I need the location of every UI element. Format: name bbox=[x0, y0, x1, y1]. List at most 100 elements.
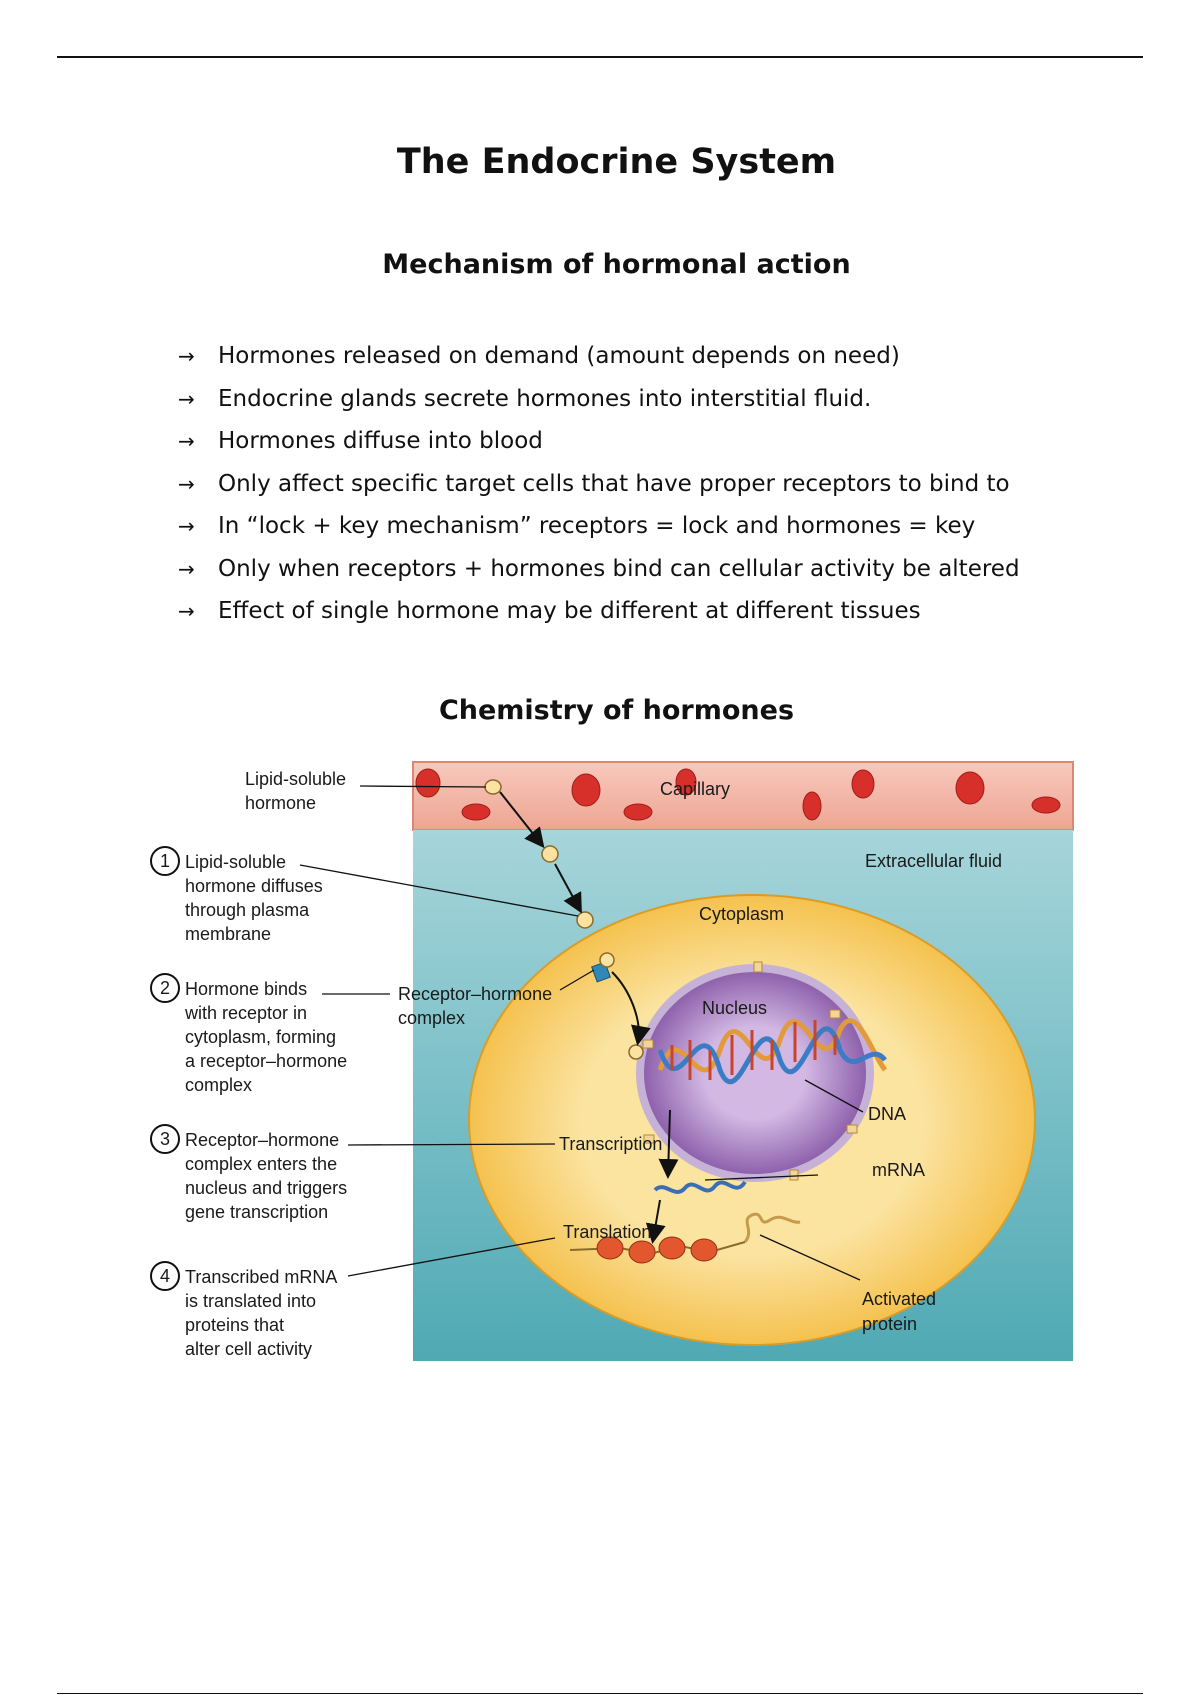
step-text: Transcribed mRNA bbox=[185, 1267, 337, 1287]
step-number: 1 bbox=[160, 851, 170, 871]
step-text: cytoplasm, forming bbox=[185, 1027, 336, 1047]
list-item: →Hormones diffuse into blood bbox=[178, 425, 1020, 468]
step-text: a receptor–hormone bbox=[185, 1051, 347, 1071]
nuclear-pores bbox=[642, 961, 858, 1181]
mechanism-heading: Mechanism of hormonal action bbox=[382, 249, 851, 280]
label-receptor-complex: Receptor–hormone bbox=[398, 984, 552, 1004]
label-nucleus: Nucleus bbox=[702, 998, 767, 1018]
step-number-circle bbox=[150, 1124, 180, 1154]
arrow-icon: → bbox=[178, 556, 195, 581]
leader-line bbox=[704, 1174, 819, 1181]
leader-line bbox=[347, 1143, 556, 1146]
blood-cell bbox=[851, 769, 875, 799]
leader-line bbox=[804, 1079, 864, 1113]
label-lipid-hormone: hormone bbox=[245, 793, 316, 813]
step-text: hormone diffuses bbox=[185, 876, 323, 896]
list-item: → Hormones released on demand (amount dep… bbox=[178, 340, 1020, 383]
page-title: The Endocrine System bbox=[396, 142, 837, 182]
label-translation: Translation bbox=[563, 1222, 651, 1242]
step-number: 4 bbox=[160, 1266, 170, 1286]
step-number-circle bbox=[150, 846, 180, 876]
amino-acid bbox=[690, 1238, 718, 1262]
list-item: → Only when receptors + hormones bind can… bbox=[178, 553, 1020, 596]
leader-line bbox=[347, 1237, 556, 1277]
step-text: proteins that bbox=[185, 1315, 284, 1335]
step-text: Lipid-soluble bbox=[185, 852, 286, 872]
label-cytoplasm: Cytoplasm bbox=[699, 904, 784, 924]
bullet-text: In “lock + key mechanism” receptors = lo… bbox=[218, 513, 976, 539]
list-item: → In “lock + key mechanism” receptors = l… bbox=[178, 510, 1020, 553]
label-dna: DNA bbox=[868, 1104, 906, 1124]
step-text: with receptor in bbox=[184, 1003, 307, 1023]
bullet-text: Endocrine glands secrete hormones into i… bbox=[218, 385, 872, 412]
hormone-molecule bbox=[484, 779, 502, 795]
step-text: complex bbox=[185, 1075, 252, 1095]
blood-cell bbox=[1031, 796, 1061, 814]
bullet-text: Only when receptors + hormones bind can … bbox=[218, 555, 1020, 582]
step-text: Receptor–hormone bbox=[185, 1130, 339, 1150]
bullet-text: Only affect specific target cells that h… bbox=[218, 470, 1010, 497]
amino-acid bbox=[658, 1236, 686, 1260]
label-capillary: Capillary bbox=[660, 779, 730, 799]
hormone-action-diagram: Lipid-soluble hormone Capillary Extracel… bbox=[150, 761, 1074, 1361]
step-text: complex enters the bbox=[185, 1154, 337, 1174]
bullet-text: Hormones released on demand (amount depe… bbox=[218, 343, 900, 369]
list-item: →Effect of single hormone may be differe… bbox=[178, 595, 1020, 638]
protein-chain bbox=[569, 1212, 801, 1264]
nuclear-pore bbox=[753, 961, 763, 973]
label-mrna: mRNA bbox=[872, 1160, 925, 1180]
list-item: → Endocrine glands secrete hormones into … bbox=[178, 383, 1020, 426]
dna-base-pairs bbox=[670, 1020, 837, 1080]
nuclear-pore bbox=[789, 1169, 799, 1181]
label-extracellular-fluid: Extracellular fluid bbox=[865, 851, 1002, 871]
hormone-molecule bbox=[541, 845, 559, 863]
step-text: nucleus and triggers bbox=[185, 1178, 347, 1198]
blood-cell bbox=[415, 768, 441, 798]
step-4: 4 Transcribed mRNA is translated into pr… bbox=[150, 1261, 337, 1359]
blood-cell bbox=[675, 768, 697, 796]
leader-line bbox=[299, 864, 579, 917]
label-activated-protein: Activated bbox=[862, 1289, 936, 1309]
label-transcription: Transcription bbox=[559, 1134, 662, 1154]
hormone-molecule bbox=[599, 952, 615, 968]
arrow-icon: → bbox=[178, 344, 195, 368]
arrow bbox=[611, 971, 651, 1046]
hormone-molecule bbox=[628, 1044, 644, 1060]
amino-acid bbox=[628, 1240, 656, 1264]
leader-lines bbox=[299, 785, 864, 1281]
step-number: 2 bbox=[160, 978, 170, 998]
step-number-circle bbox=[150, 1261, 180, 1291]
label-lipid-hormone: Lipid-soluble bbox=[245, 769, 346, 789]
step-1: 1 Lipid-soluble hormone diffuses through… bbox=[150, 846, 323, 944]
step-text: alter cell activity bbox=[185, 1339, 312, 1359]
bullet-text: Hormones diffuse into blood bbox=[218, 428, 543, 454]
bottom-rule bbox=[57, 1693, 1143, 1694]
step-number-circle bbox=[150, 973, 180, 1003]
blood-cell bbox=[461, 803, 491, 821]
protein-tail bbox=[743, 1212, 801, 1243]
blood-cell bbox=[623, 803, 653, 821]
blood-cell bbox=[955, 771, 985, 805]
dna-helix-graphic bbox=[657, 1018, 888, 1085]
mechanism-bullet-list: → Hormones released on demand (amount dep… bbox=[178, 340, 1020, 638]
arrow-icon: → bbox=[178, 514, 195, 538]
blood-cell bbox=[802, 791, 822, 821]
leader-line bbox=[759, 1234, 861, 1281]
arrow bbox=[658, 1109, 679, 1179]
red-blood-cells bbox=[415, 768, 1061, 821]
step-text: through plasma bbox=[185, 900, 310, 920]
amino-acid bbox=[596, 1236, 624, 1260]
step-2: 2 Hormone binds with receptor in cytopla… bbox=[150, 973, 347, 1095]
nuclear-pore bbox=[643, 1134, 655, 1144]
nuclear-pore bbox=[846, 1124, 858, 1134]
nuclear-pore bbox=[642, 1039, 654, 1049]
step-text: membrane bbox=[185, 924, 271, 944]
arrow-icon: → bbox=[178, 599, 195, 623]
label-receptor-complex: complex bbox=[398, 1008, 465, 1028]
top-rule bbox=[57, 56, 1143, 58]
step-text: gene transcription bbox=[185, 1202, 328, 1222]
dna-strand bbox=[657, 1026, 887, 1085]
step-text: Hormone binds bbox=[185, 979, 307, 999]
dna-strand bbox=[657, 1018, 888, 1073]
arrow-icon: → bbox=[178, 386, 195, 411]
